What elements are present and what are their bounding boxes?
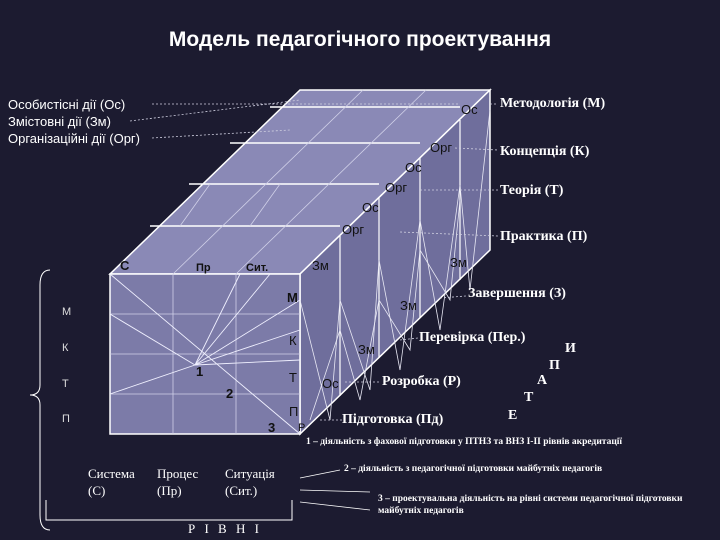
stages-letter: П [549, 358, 560, 373]
front-axis-k: К [289, 333, 297, 348]
front-axis-t: Т [289, 370, 297, 385]
bottom-label-abbr: (С) [88, 483, 106, 498]
left-axis-p: П [62, 413, 70, 425]
stages-letter: Е [508, 408, 518, 423]
label-completion: Завершення (З) [468, 286, 566, 301]
bottom-label-text: Ситуація [225, 466, 275, 481]
bottom-label-text: Система [88, 466, 135, 481]
stages-letter: Т [524, 390, 534, 405]
cube-label-org: Орг [430, 140, 453, 155]
cube-label-zm: Зм [312, 258, 329, 273]
label-check: Перевірка (Пер.) [419, 330, 526, 345]
stages-letter: И [565, 341, 576, 356]
label-methodology: Методологія (М) [500, 96, 606, 111]
legend-item: Особистісні дії (Ос) [8, 97, 126, 112]
legend-item: Організаційні дії (Орг) [8, 131, 140, 146]
front-axis-m: М [287, 290, 298, 305]
front-axis-p: П [289, 404, 299, 419]
left-axis-m: М [62, 306, 72, 318]
label-preparation: Підготовка (Пд) [342, 412, 444, 427]
bottom-label-system: Система (С) [88, 465, 135, 499]
cube-label-os: Ос [322, 376, 339, 391]
legend-left: Особистісні дії (Ос) Змістовні дії (Зм) … [8, 96, 140, 147]
label-development: Розробка (Р) [382, 374, 461, 389]
bottom-label-process: Процес (Пр) [157, 465, 198, 499]
label-practice: Практика (П) [500, 229, 588, 244]
left-axis-t: Т [62, 378, 69, 390]
cube-label-os: Ос [362, 200, 379, 215]
bottom-label-text: Процес [157, 466, 199, 481]
number-3: 3 [268, 420, 276, 435]
stages-letter: А [537, 373, 548, 388]
top-slice-lines [150, 106, 460, 227]
front-axis-r: Р [298, 422, 306, 434]
note-3: 3 – проектувальна діяльність на рівні си… [378, 494, 683, 516]
legend-item: Змістовні дії (Зм) [8, 114, 111, 129]
cube-label-org: Орг [385, 180, 408, 195]
note-2: 2 – діяльність з педагогічної підготовки… [344, 464, 603, 474]
cube-label-os: Ос [461, 102, 478, 117]
number-1: 1 [196, 364, 204, 379]
cube-label-zm: Зм [400, 298, 417, 313]
levels-word: Р І В Н І [188, 521, 262, 536]
left-axis-k: К [62, 342, 69, 354]
bottom-label-situation: Ситуація (Сит.) [225, 465, 275, 499]
bottom-label-abbr: (Пр) [157, 483, 182, 498]
cube-label-org: Орг [342, 222, 365, 237]
page-title: Модель педагогічного проектування [168, 28, 552, 51]
cube-label-zm: Зм [450, 255, 467, 270]
top-label-sit: Сит. [246, 262, 269, 274]
cube-label-os: Ос [405, 160, 422, 175]
top-label-c: С [120, 258, 130, 273]
label-concept: Концепція (К) [500, 144, 590, 159]
number-2: 2 [226, 386, 234, 401]
label-theory: Теорія (Т) [500, 183, 564, 198]
top-label-pr: Пр [196, 262, 211, 274]
cube-label-zm: Зм [358, 342, 375, 357]
note-1: 1 – діяльність з фахової підготовки у ПТ… [306, 437, 623, 447]
bottom-label-abbr: (Сит.) [225, 483, 258, 498]
